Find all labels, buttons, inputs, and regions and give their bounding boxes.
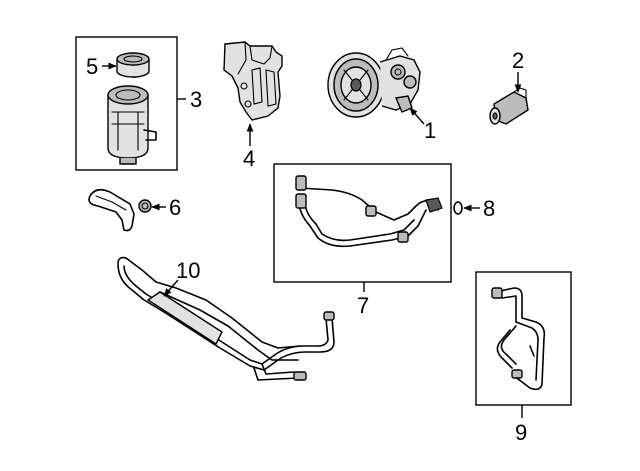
callout-2: 2	[512, 48, 524, 73]
return-hose-box	[475, 271, 572, 406]
reservoir-cap[interactable]	[116, 52, 150, 78]
leader-1	[409, 107, 425, 125]
flow-control-valve[interactable]	[489, 87, 529, 125]
callout-7: 7	[357, 293, 369, 318]
callout-3: 3	[190, 87, 202, 112]
callout-4: 4	[243, 146, 255, 171]
callout-8: 8	[483, 196, 495, 221]
callout-5: 5	[86, 54, 98, 79]
reservoir[interactable]	[107, 85, 157, 165]
leader-10	[163, 279, 179, 297]
pump-bracket[interactable]	[223, 41, 283, 121]
callout-10: 10	[176, 258, 200, 283]
o-ring[interactable]	[453, 201, 463, 215]
callout-1: 1	[424, 118, 436, 143]
callout-9: 9	[515, 420, 527, 445]
reservoir-hose[interactable]	[88, 188, 152, 232]
callout-6: 6	[169, 195, 181, 220]
power-steering-pump[interactable]	[327, 47, 421, 118]
pressure-line-box	[273, 163, 452, 283]
pressure-hose-assembly[interactable]	[295, 175, 443, 248]
return-hose[interactable]	[491, 287, 546, 391]
cooler-line-assembly[interactable]	[117, 256, 335, 381]
reservoir-group-box	[75, 36, 178, 171]
